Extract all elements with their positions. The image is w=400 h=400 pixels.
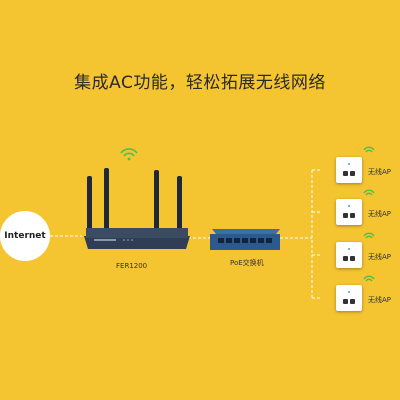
ap-label: 无线AP (368, 168, 392, 176)
page-title: 集成AC功能，轻松拓展无线网络 (74, 73, 326, 93)
router-device (84, 168, 190, 249)
internet-node: Internet (0, 211, 50, 261)
wifi-icon (120, 148, 138, 161)
wifi-icon (363, 146, 375, 153)
wifi-icon (363, 232, 375, 239)
router-antenna (104, 168, 109, 230)
internet-label: Internet (4, 231, 46, 241)
ap-label: 无线AP (368, 253, 392, 261)
router-antenna (87, 176, 92, 236)
ap-panel (336, 199, 362, 225)
ap-panel (336, 285, 362, 311)
router-model-label: FER1200 (116, 262, 148, 270)
router-antenna (177, 176, 182, 236)
switch-device (210, 229, 280, 250)
ap-label: 无线AP (368, 210, 392, 218)
ap-panel (336, 242, 362, 268)
switch-label: PoE交换机 (230, 259, 264, 267)
ap-panel (336, 157, 362, 183)
ap-label: 无线AP (368, 296, 392, 304)
router-antenna (154, 170, 159, 232)
wifi-icon (363, 189, 375, 196)
wifi-icon (363, 275, 375, 282)
